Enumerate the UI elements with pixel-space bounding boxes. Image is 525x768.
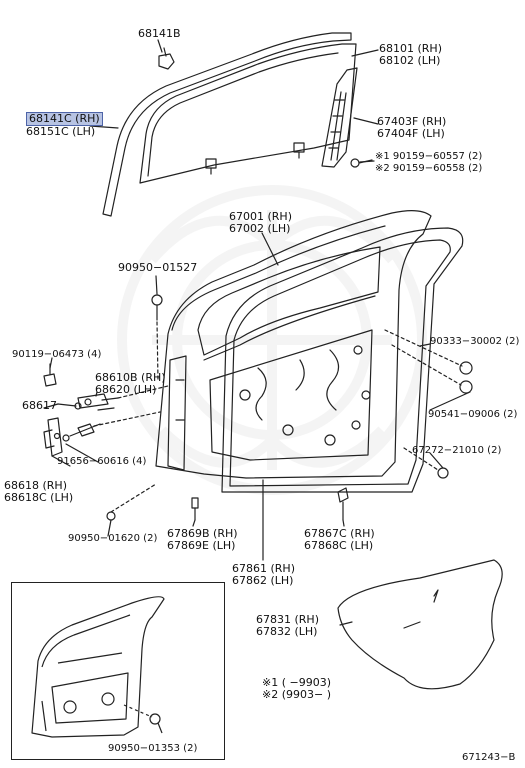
screw-icon — [62, 411, 161, 442]
plug-icon — [384, 329, 473, 394]
label-90159: ※1 90159−60557 (2)※2 90159−60558 (2) — [375, 151, 483, 174]
division-channel — [321, 67, 358, 168]
clip-icon — [158, 47, 175, 70]
label-90333: 90333−30002 (2) — [430, 336, 520, 347]
clip-icon — [337, 487, 349, 521]
label-68141b: 68141B — [138, 27, 181, 40]
leader-lines — [43, 39, 471, 626]
figure-code: 671243−B — [462, 752, 516, 763]
label-67272: 67272−21010 (2) — [412, 445, 502, 456]
label-91656: 91656−60616 (4) — [57, 456, 147, 467]
label-90119: 90119−06473 (4) — [12, 349, 102, 360]
label-67403f: 67403F (RH)67404F (LH) — [377, 115, 447, 140]
label-67869b: 67869B (RH)67869E (LH) — [167, 527, 238, 552]
door-weatherstrip — [221, 227, 464, 493]
clip-icon — [191, 497, 199, 521]
door-glass — [139, 43, 357, 184]
label-notes: ※1 ( −9903)※2 (9903− ) — [262, 676, 332, 701]
label-67831: 67831 (RH)67832 (LH) — [256, 613, 319, 638]
label-68618: 68618 (RH)68618C (LH) — [4, 479, 74, 504]
label-67867c: 67867C (RH)67868C (LH) — [304, 527, 375, 552]
label-90950-01527: 90950−01527 — [118, 261, 198, 274]
glass-run-channel — [102, 32, 352, 217]
bolt-icon — [350, 158, 373, 168]
label-67861: 67861 (RH)67862 (LH) — [232, 562, 295, 587]
label-68141c: 68141C (RH)68151C (LH) — [26, 112, 103, 138]
grommet-icon — [106, 483, 157, 521]
label-67001: 67001 (RH)67002 (LH) — [229, 210, 292, 235]
door-panel — [155, 210, 432, 479]
hinge-pin — [57, 402, 82, 410]
hinge-icon — [43, 417, 63, 457]
inset-drawing — [31, 596, 165, 738]
label-68617: 68617 — [22, 399, 57, 412]
label-90950-01620: 90950−01620 (2) — [68, 533, 158, 544]
label-68610b: 68610B (RH)68620 (LH) — [95, 371, 166, 396]
label-90541: 90541−09006 (2) — [428, 409, 518, 420]
hinge-icon — [77, 385, 169, 411]
highlighted-part-number: 68141C (RH) — [26, 112, 103, 126]
inset-panel — [11, 582, 225, 760]
grommet-icon — [151, 294, 163, 381]
label-90950-01353: 90950−01353 (2) — [108, 743, 198, 754]
grommet-icon — [149, 713, 161, 725]
service-hole-cover — [337, 559, 503, 690]
label-68101: 68101 (RH)68102 (LH) — [379, 42, 442, 67]
